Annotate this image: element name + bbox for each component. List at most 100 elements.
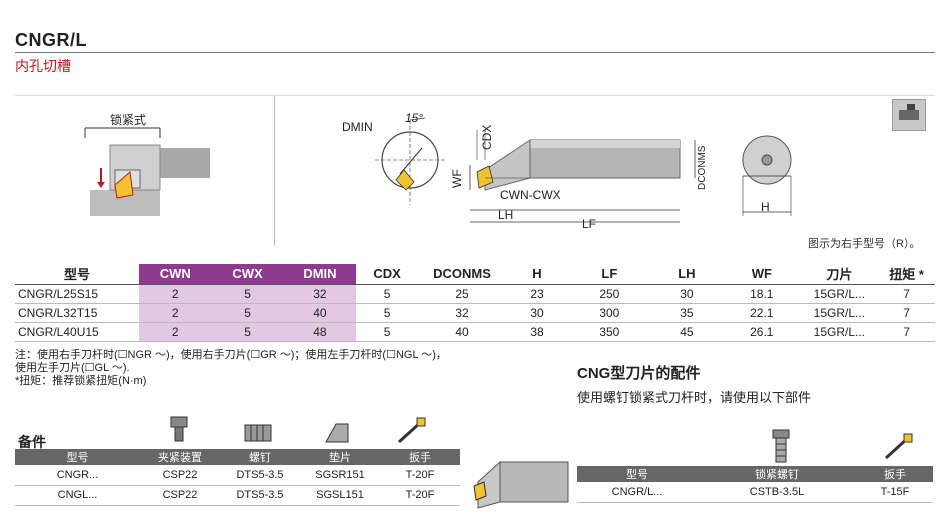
- table-cell: T-20F: [380, 485, 460, 506]
- table-cell: 30: [505, 303, 568, 323]
- table-cell: SGSL151: [300, 485, 380, 506]
- angle-label: 15°: [405, 111, 424, 125]
- table-cell: CNGR/L32T15: [15, 303, 140, 323]
- header-cell: CWN: [139, 264, 212, 285]
- table-cell: 32: [418, 303, 506, 323]
- table-cell: 15GR/L...: [800, 303, 879, 323]
- cdx-label: CDX: [480, 124, 494, 150]
- note-line: 注：使用右手刀杆时(☐NGR ～)，使用右手刀片(☐GR ～)；使用左手刀杆时(…: [15, 349, 447, 361]
- table-cell: 35: [650, 303, 724, 323]
- h-label: H: [761, 200, 770, 214]
- header-cell: CDX: [356, 264, 419, 285]
- page-title: CNGR/L: [15, 30, 87, 50]
- table-cell: 2: [139, 284, 212, 304]
- table-cell: 350: [568, 322, 651, 342]
- table-cell: DTS5-3.5: [220, 485, 300, 506]
- cwn-cwx-label: CWN-CWX: [500, 188, 561, 202]
- page-subtitle: 内孔切槽: [15, 58, 71, 74]
- accessories-header: 型号 夹紧装置 螺钉 垫片 扳手: [15, 449, 460, 465]
- notes-block: 注：使用右手刀杆时(☐NGR ～)，使用右手刀片(☐GR ～)；使用左手刀杆时(…: [15, 349, 447, 388]
- table-cell: 40: [283, 303, 357, 323]
- table-cell: 15GR/L...: [800, 322, 879, 342]
- table-row: CNGL... CSP22 DTS5-3.5 SGSL151 T-20F: [15, 485, 460, 506]
- header-cell: 扭矩 *: [878, 264, 935, 285]
- lock-screw-icon: [772, 429, 790, 463]
- header-cell: DCONMS: [418, 264, 506, 285]
- header-cell: 夹紧装置: [140, 449, 220, 465]
- table-cell: 32: [283, 284, 357, 304]
- cng-parts-table: 型号 锁紧螺钉 扳手 CNGR/L... CSTB-3.5L T-15F: [577, 466, 933, 503]
- table-cell: 7: [878, 303, 935, 323]
- table-cell: 15GR/L...: [800, 284, 879, 304]
- header-cell: 扳手: [380, 449, 460, 465]
- table-row: CNGR/L32T15 2 5 40 5 32 30 300 35 22.1 1…: [15, 303, 935, 323]
- header-cell: 螺钉: [220, 449, 300, 465]
- table-cell: 25: [418, 284, 506, 304]
- table-cell: 18.1: [723, 284, 801, 304]
- main-spec-table: 型号 CWN CWX DMIN CDX DCONMS H LF LH WF 刀片…: [15, 264, 935, 342]
- header-cell: WF: [723, 264, 801, 285]
- shim-icon: [325, 423, 349, 443]
- table-cell: 45: [650, 322, 724, 342]
- table-cell: 250: [568, 284, 651, 304]
- header-cell: 刀片: [800, 264, 879, 285]
- table-cell: 26.1: [723, 322, 801, 342]
- cng-parts-title: CNG型刀片的配件: [577, 365, 701, 382]
- diagram-divider: [274, 96, 275, 246]
- tool-category-icon: [892, 99, 926, 131]
- table-cell: 48: [283, 322, 357, 342]
- end-view-diagram: [742, 135, 792, 216]
- header-cell: 型号: [15, 264, 140, 285]
- holder-illustration: [473, 460, 569, 509]
- wf-label: WF: [450, 169, 464, 188]
- lh-label: LH: [498, 208, 514, 222]
- table-row: CNGR/L25S15 2 5 32 5 25 23 250 30 18.1 1…: [15, 284, 935, 304]
- table-cell: 5: [211, 284, 284, 304]
- table-cell: 300: [568, 303, 651, 323]
- diagram-caption: 图示为右手型号（R）。: [808, 238, 921, 250]
- table-cell: 7: [878, 284, 935, 304]
- header-cell: 型号: [15, 449, 140, 465]
- accessories-table: 型号 夹紧装置 螺钉 垫片 扳手 CNGR... CSP22 DTS5-3.5 …: [15, 449, 460, 506]
- cng-parts-header: 型号 锁紧螺钉 扳手: [577, 466, 933, 482]
- lock-label: 锁紧式: [110, 113, 147, 127]
- table-cell: CNGR...: [15, 465, 140, 486]
- header-cell: DMIN: [283, 264, 357, 285]
- table-cell: 40: [418, 322, 506, 342]
- table-cell: 7: [878, 322, 935, 342]
- table-cell: CNGL...: [15, 485, 140, 506]
- wrench-icon: [397, 417, 426, 444]
- table-cell: 5: [356, 284, 419, 304]
- table-cell: CSP22: [140, 485, 220, 506]
- table-cell: T-20F: [380, 465, 460, 486]
- table-cell: SGSR151: [300, 465, 380, 486]
- header-cell: CWX: [211, 264, 284, 285]
- table-cell: 23: [505, 284, 568, 304]
- lf-label: LF: [582, 217, 597, 231]
- main-table-header: 型号 CWN CWX DMIN CDX DCONMS H LF LH WF 刀片…: [15, 264, 935, 285]
- header-cell: 型号: [577, 466, 697, 482]
- table-cell: 2: [139, 303, 212, 323]
- table-cell: CNGR/L...: [577, 482, 697, 503]
- header-cell: H: [505, 264, 568, 285]
- table-cell: T-15F: [857, 482, 933, 503]
- table-cell: 38: [505, 322, 568, 342]
- dmin-view-diagram: [375, 117, 445, 205]
- table-row: CNGR... CSP22 DTS5-3.5 SGSR151 T-20F: [15, 465, 460, 486]
- cng-parts-subtitle: 使用螺钉锁紧式刀杆时，请使用以下部件: [577, 390, 812, 405]
- accessories-title: 备件: [18, 434, 46, 450]
- dmin-label: DMIN: [342, 120, 373, 134]
- note-line: *扭矩：推荐锁紧扭矩(N·m): [15, 375, 147, 387]
- dconms-label: DCONMS: [697, 145, 708, 190]
- table-row: CNGR/L40U15 2 5 48 5 40 38 350 45 26.1 1…: [15, 322, 935, 342]
- table-cell: 22.1: [723, 303, 801, 323]
- table-cell: 30: [650, 284, 724, 304]
- screw-icon: [244, 424, 272, 442]
- table-cell: CNGR/L40U15: [15, 322, 140, 342]
- clamp-icon: [170, 416, 188, 442]
- table-cell: CSTB-3.5L: [697, 482, 857, 503]
- table-cell: DTS5-3.5: [220, 465, 300, 486]
- diagram-top-border: [15, 95, 935, 96]
- header-cell: 锁紧螺钉: [697, 466, 857, 482]
- header-cell: LH: [650, 264, 724, 285]
